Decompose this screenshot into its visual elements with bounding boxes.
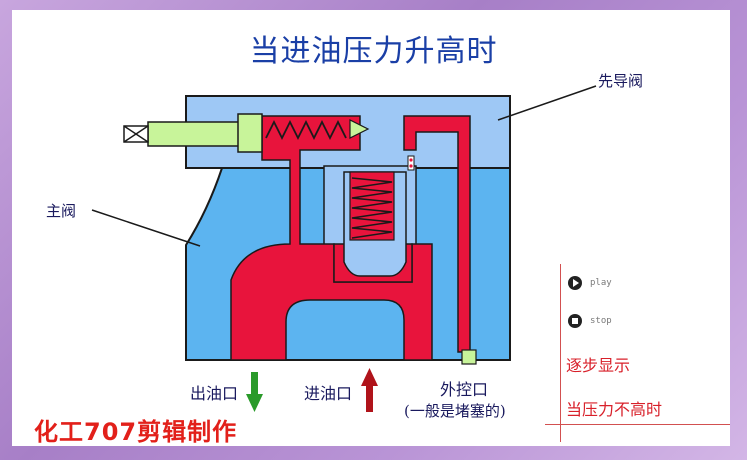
play-icon [568,276,582,290]
control-divider [560,264,561,442]
adjusting-seat [237,113,263,153]
external-control-note: (一般是堵塞的) [404,402,506,420]
pilot-channel [403,115,471,353]
inlet-arrow-icon [361,368,378,412]
scene-link-button[interactable]: 当压力不高时 [566,400,663,419]
external-plug [461,349,477,365]
play-label: play [590,278,612,288]
stop-button[interactable]: stop [568,314,612,328]
main-spring [351,177,393,239]
slide-title: 当进油压力升高时 [249,34,498,69]
step-display-button[interactable]: 逐步显示 [566,356,631,375]
pilot-spring [265,119,347,141]
fluid-passage [230,115,433,361]
external-control-label: 外控口 [440,380,489,399]
pilot-leader-line [497,85,597,121]
adjusting-rod [147,121,241,147]
main-leader-line [91,209,201,247]
outlet-label: 出油口 [190,384,239,403]
stop-label: stop [590,316,612,326]
play-button[interactable]: play [568,276,612,290]
orifice [407,155,415,171]
pilot-poppet [349,119,370,139]
inlet-label: 进油口 [304,384,353,403]
control-divider-bottom [545,424,730,425]
stop-icon [568,314,582,328]
outlet-arrow-icon [246,372,263,412]
pilot-valve-label: 先导阀 [598,72,644,90]
watermark: 化工707剪辑制作 [34,418,238,446]
main-valve-label: 主阀 [46,202,77,220]
